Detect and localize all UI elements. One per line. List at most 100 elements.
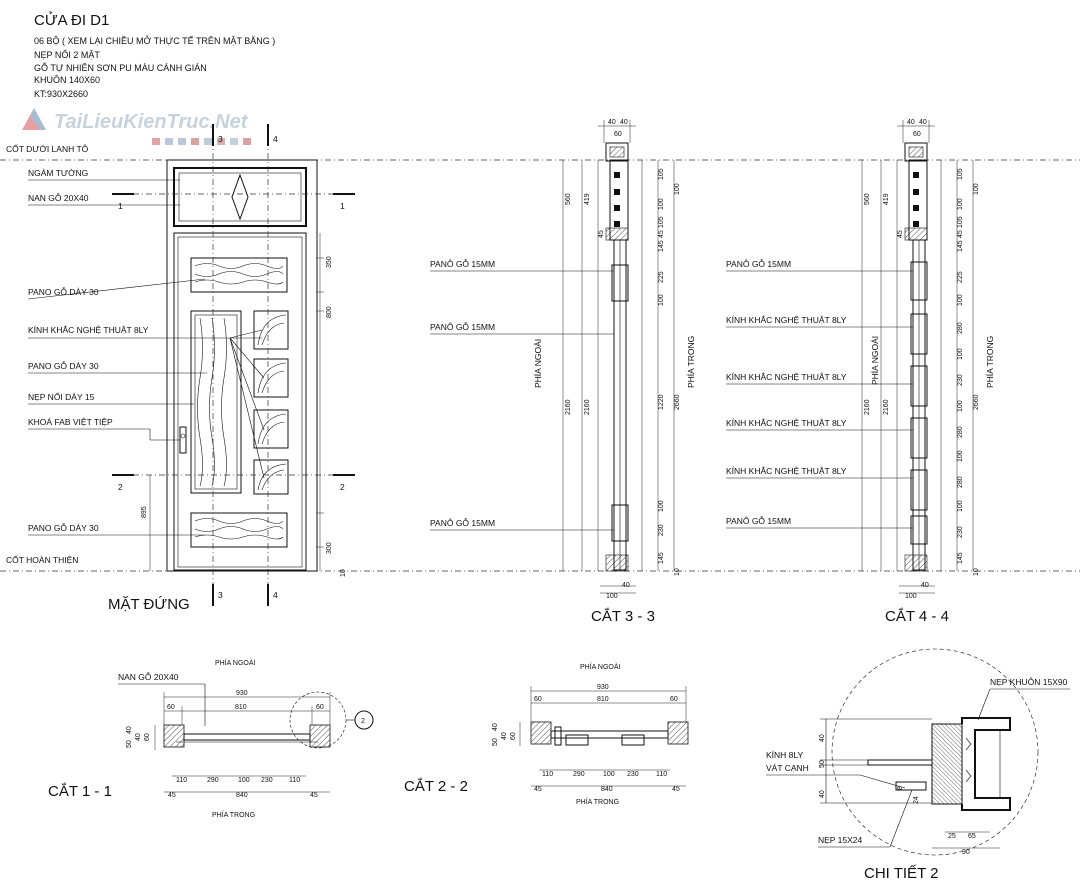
svg-text:1: 1 (118, 201, 123, 211)
pano-top (190, 257, 288, 293)
svg-text:10: 10 (674, 568, 681, 576)
svg-text:419: 419 (584, 193, 591, 205)
svg-text:PHÍA TRONG: PHÍA TRONG (576, 797, 619, 806)
svg-text:45: 45 (168, 792, 176, 799)
elevation-view (120, 140, 345, 600)
svg-text:10: 10 (973, 568, 980, 576)
svg-text:930: 930 (597, 684, 609, 691)
detail-2: 40 50 40 24 8 25 65 90 NẸP KHUÔN 15X90 K… (766, 648, 1070, 856)
svg-text:100: 100 (905, 593, 917, 600)
svg-text:50: 50 (819, 760, 826, 768)
svg-text:230: 230 (658, 524, 665, 536)
header-line-5: KT:930X2660 (34, 89, 88, 99)
header-line-4: KHUÔN 140X60 (34, 75, 100, 85)
svg-text:2160: 2160 (864, 399, 871, 415)
svg-text:45: 45 (534, 786, 542, 793)
s11-label: NAN GỖ 20X40 (118, 671, 179, 682)
watermark-logo: TaiLieuKienTruc.Net (22, 108, 251, 145)
svg-text:60: 60 (167, 704, 175, 711)
svg-text:840: 840 (236, 792, 248, 799)
svg-text:PHÍA NGOÀI: PHÍA NGOÀI (580, 662, 621, 671)
svg-text:2160: 2160 (584, 399, 591, 415)
svg-text:8: 8 (897, 786, 904, 790)
svg-text:100: 100 (957, 198, 964, 210)
label-pano-3: PANO GỖ DÀY 30 (28, 522, 99, 533)
label-nan-go: NAN GỖ 20X40 (28, 192, 89, 203)
s44-label-4: KÍNH KHẮC NGHỆ THUẬT 8LY (726, 418, 847, 428)
art-glass-2 (253, 358, 289, 398)
svg-text:PHÍA NGOÀI: PHÍA NGOÀI (215, 658, 256, 667)
section-1-1-title: CẮT 1 - 1 (48, 782, 112, 800)
svg-text:45: 45 (957, 230, 964, 238)
svg-text:2660: 2660 (973, 394, 980, 410)
svg-text:290: 290 (207, 777, 219, 784)
watermark-text: TaiLieuKienTruc.Net (54, 111, 249, 133)
section-2-2: PHÍA NGOÀI 930 60 810 60 40 50 40 60 110… (492, 662, 689, 806)
d2-label-kinh: KÍNH 8LY (766, 750, 803, 760)
svg-text:60: 60 (510, 732, 517, 740)
svg-text:840: 840 (601, 786, 613, 793)
detail-2-title: CHI TIẾT 2 (864, 865, 938, 882)
svg-text:25: 25 (948, 833, 956, 840)
transom-diamond (231, 173, 249, 221)
svg-text:230: 230 (261, 777, 273, 784)
elevation-dimensions: 350 800 300 10 895 (141, 233, 347, 577)
header-line-3: GỖ TỰ NHIÊN SƠN PU MÀU CÁNH GIÁN (34, 62, 207, 73)
s33-side-in: PHÍA TRONG (686, 336, 696, 388)
svg-text:105: 105 (658, 168, 665, 180)
svg-text:810: 810 (597, 696, 609, 703)
section-3-3: PANÔ GỖ 15MM PANÔ GỖ 15MM PANÔ GỖ 15MM P… (430, 119, 696, 600)
section-2-2-title: CẮT 2 - 2 (404, 777, 468, 795)
svg-text:10: 10 (340, 569, 347, 577)
svg-text:45: 45 (897, 230, 904, 238)
section-marker-2: 2 2 (112, 474, 355, 492)
svg-text:100: 100 (658, 294, 665, 306)
svg-text:PHÍA TRONG: PHÍA TRONG (212, 810, 255, 819)
svg-text:230: 230 (957, 526, 964, 538)
s44-label-2: KÍNH KHẮC NGHỆ THUẬT 8LY (726, 315, 847, 325)
svg-text:280: 280 (957, 476, 964, 488)
section-marker-4-bottom: 4 (267, 584, 278, 606)
svg-text:45: 45 (598, 230, 605, 238)
svg-text:290: 290 (573, 771, 585, 778)
svg-text:105: 105 (957, 168, 964, 180)
svg-text:100: 100 (957, 450, 964, 462)
label-glass: KÍNH KHẮC NGHỆ THUẬT 8LY (28, 325, 149, 335)
svg-text:90: 90 (962, 849, 970, 856)
svg-text:100: 100 (606, 593, 618, 600)
svg-text:50: 50 (492, 738, 499, 746)
svg-text:100: 100 (238, 777, 250, 784)
svg-text:2: 2 (340, 482, 345, 492)
svg-text:65: 65 (968, 833, 976, 840)
svg-text:2160: 2160 (565, 399, 572, 415)
s44-label-6: PANÔ GỖ 15MM (726, 515, 791, 526)
svg-text:145: 145 (658, 552, 665, 564)
svg-text:110: 110 (289, 777, 300, 784)
s11-callout: 2 (361, 718, 365, 725)
art-glass-4 (253, 459, 289, 495)
header-title: CỬA ĐI D1 (34, 11, 109, 29)
svg-text:2660: 2660 (674, 394, 681, 410)
svg-text:145: 145 (658, 240, 665, 252)
svg-text:40: 40 (819, 734, 826, 742)
svg-text:560: 560 (565, 193, 572, 205)
svg-text:40: 40 (492, 723, 499, 731)
section-3-3-title: CẮT 3 - 3 (591, 607, 655, 625)
svg-text:60: 60 (913, 131, 921, 138)
svg-text:100: 100 (658, 198, 665, 210)
svg-text:225: 225 (957, 271, 964, 283)
svg-text:100: 100 (957, 400, 964, 412)
svg-text:110: 110 (542, 771, 553, 778)
d2-label-nep-khuon: NẸP KHUÔN 15X90 (990, 677, 1068, 687)
svg-text:100: 100 (603, 771, 615, 778)
svg-text:1220: 1220 (658, 394, 665, 410)
svg-text:895: 895 (141, 506, 148, 518)
svg-text:45: 45 (310, 792, 318, 799)
section-marker-4-top: 4 (267, 124, 278, 146)
svg-text:230: 230 (957, 374, 964, 386)
header-line-2: NẸP NỔI 2 MẶT (34, 49, 100, 60)
svg-text:4: 4 (273, 590, 278, 600)
s44-label-1: PANÔ GỖ 15MM (726, 258, 791, 269)
svg-text:24: 24 (913, 796, 920, 804)
